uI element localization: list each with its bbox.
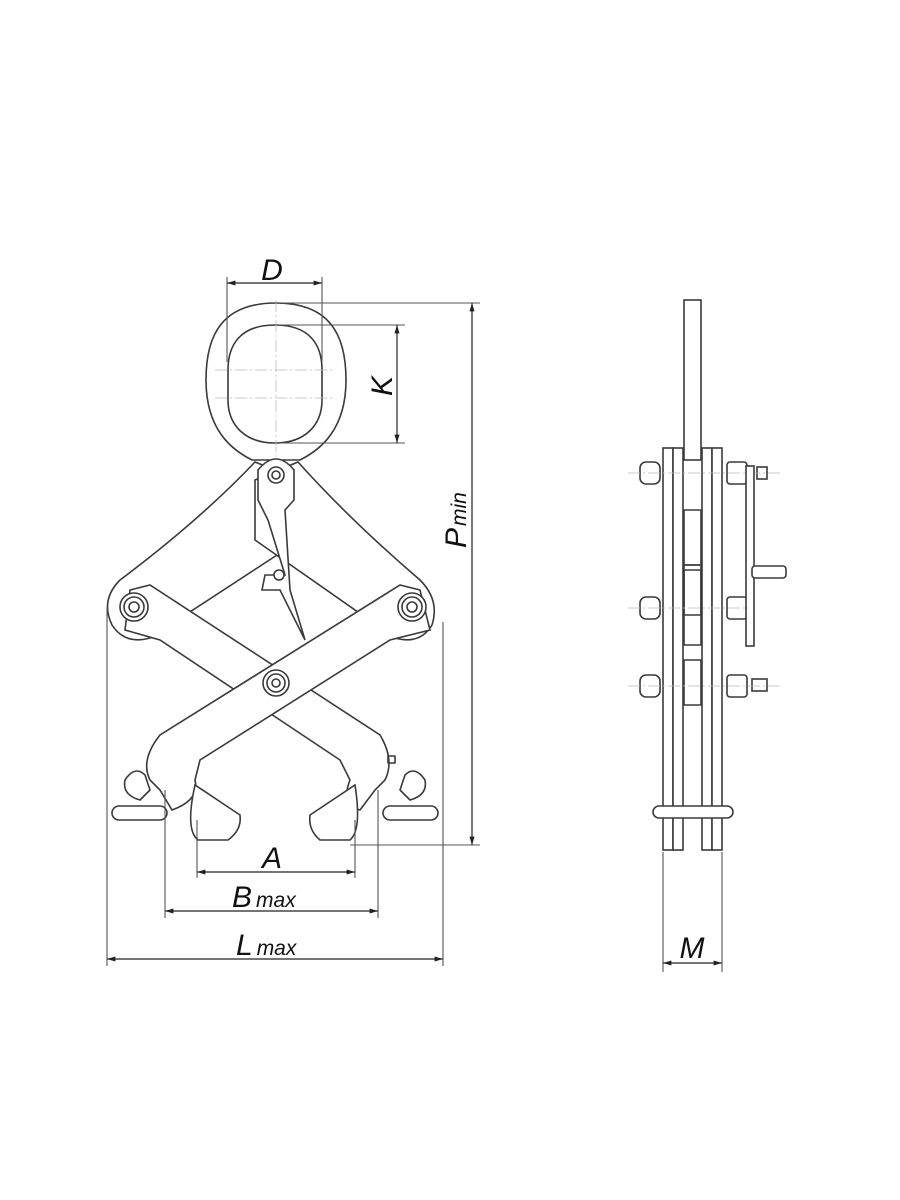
side-view [628,299,787,851]
bolt-left [119,592,149,622]
dimension-A: A [196,820,356,878]
lifting-ring [205,300,347,470]
dimension-P-min: Pmin [278,302,480,846]
label-P-min: Pmin [440,492,473,548]
lower-right-lever [145,584,431,841]
label-K: K [366,374,399,396]
right-handle [382,805,439,821]
label-M: M [680,932,705,965]
small-square-mark [387,755,396,764]
dimension-K: K [278,324,405,444]
dimension-D: D [226,254,323,362]
bolt-right [397,592,427,622]
bolt-center [262,669,290,697]
right-latch [399,770,427,801]
left-latch [123,770,151,801]
side-handle-bar [652,805,734,819]
center-link [257,458,306,641]
side-lever-bar [745,465,755,647]
front-view [106,300,439,841]
side-pin [751,565,787,579]
side-bolts [628,461,780,698]
label-A: A [260,842,282,875]
left-handle [111,805,168,821]
label-D: D [261,254,283,287]
dimension-M: M [662,852,723,972]
side-plates [662,447,723,851]
side-ring-bar [683,299,702,461]
